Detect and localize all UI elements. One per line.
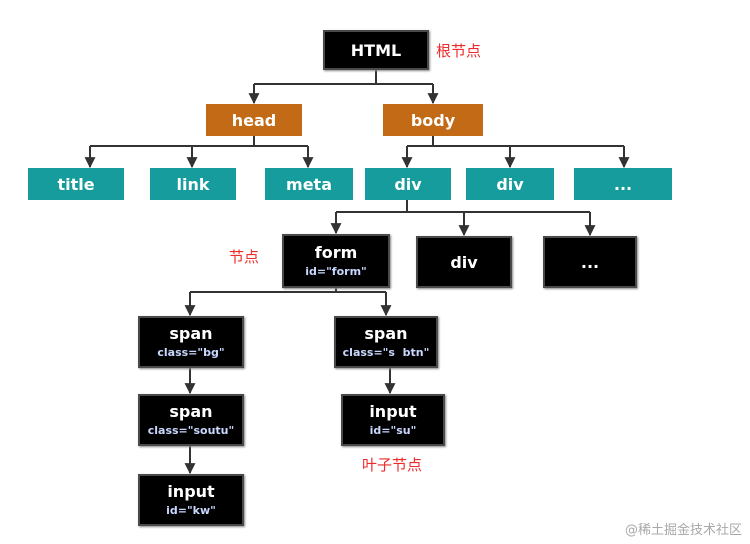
- node-label: link: [176, 174, 210, 194]
- node-head: head: [206, 104, 302, 136]
- node-input: input id="kw": [138, 474, 244, 526]
- root-node-note: 根节点: [436, 42, 482, 60]
- node-input: input id="su": [341, 394, 445, 446]
- node-form: form id="form": [282, 234, 390, 288]
- node-label: ...: [613, 174, 633, 194]
- node-label: body: [410, 110, 456, 130]
- node-label: div: [496, 174, 524, 194]
- node-html: HTML: [323, 30, 429, 70]
- node-span: span class="s btn": [334, 316, 438, 368]
- node-label: div: [394, 174, 422, 194]
- node-label: span: [364, 324, 408, 343]
- node-label: title: [57, 174, 95, 194]
- node-meta: meta: [265, 168, 353, 200]
- node-attribute: id="su": [369, 424, 417, 437]
- node-attribute: id="kw": [166, 504, 216, 517]
- node-attribute: class="soutu": [147, 424, 235, 437]
- node-label: span: [169, 402, 213, 421]
- node-label: span: [169, 324, 213, 343]
- node-div: div: [416, 236, 512, 288]
- node-label: form: [314, 243, 358, 262]
- node-div: div: [365, 168, 451, 200]
- node-label: head: [231, 110, 277, 130]
- node-div: div: [466, 168, 554, 200]
- node-ellipsis: ...: [543, 236, 637, 288]
- watermark: @稀土掘金技术社区: [624, 523, 742, 538]
- node-link: link: [150, 168, 236, 200]
- node-span: span class="soutu": [138, 394, 244, 446]
- node-label: div: [450, 252, 478, 272]
- node-label: input: [167, 482, 215, 501]
- node-body: body: [383, 104, 483, 136]
- node-attribute: class="s btn": [342, 346, 430, 359]
- node-attribute: class="bg": [157, 346, 225, 359]
- node-span: span class="bg": [138, 316, 244, 368]
- node-label: ...: [580, 252, 600, 272]
- node-label: HTML: [350, 40, 402, 60]
- node-label: meta: [286, 174, 332, 194]
- node-label: input: [369, 402, 417, 421]
- node-attribute: id="form": [305, 265, 367, 278]
- leaf-node-note: 叶子节点: [362, 456, 423, 474]
- node-note: 节点: [229, 248, 260, 266]
- node-ellipsis: ...: [574, 168, 672, 200]
- node-title: title: [28, 168, 124, 200]
